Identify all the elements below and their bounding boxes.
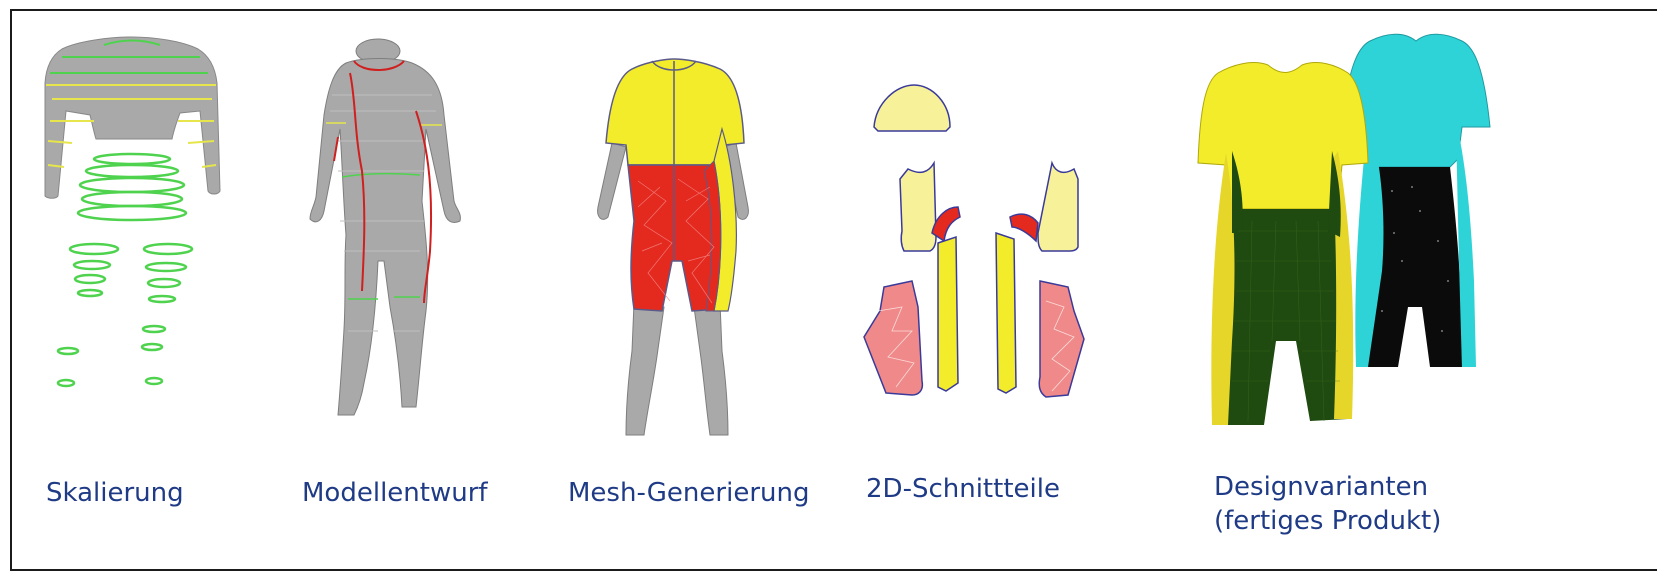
caption-mesh: Mesh-Generierung	[568, 477, 809, 509]
scaling-slices-figure-icon	[12, 11, 272, 411]
figure-frame: Skalierung Model	[10, 9, 1657, 571]
finished-suit-variants-icon	[1172, 11, 1502, 451]
caption-variants-line2: (fertiges Produkt)	[1214, 505, 1441, 537]
mesh-suit-figure-icon	[582, 11, 782, 451]
caption-scaling: Skalierung	[46, 477, 184, 509]
model-design-mannequin-icon	[292, 11, 492, 431]
flat-pattern-pieces-icon	[842, 11, 1082, 411]
caption-variants-line1: Designvarianten	[1214, 471, 1428, 503]
caption-patterns: 2D-Schnittteile	[866, 473, 1060, 505]
caption-model-design: Modellentwurf	[302, 477, 488, 509]
